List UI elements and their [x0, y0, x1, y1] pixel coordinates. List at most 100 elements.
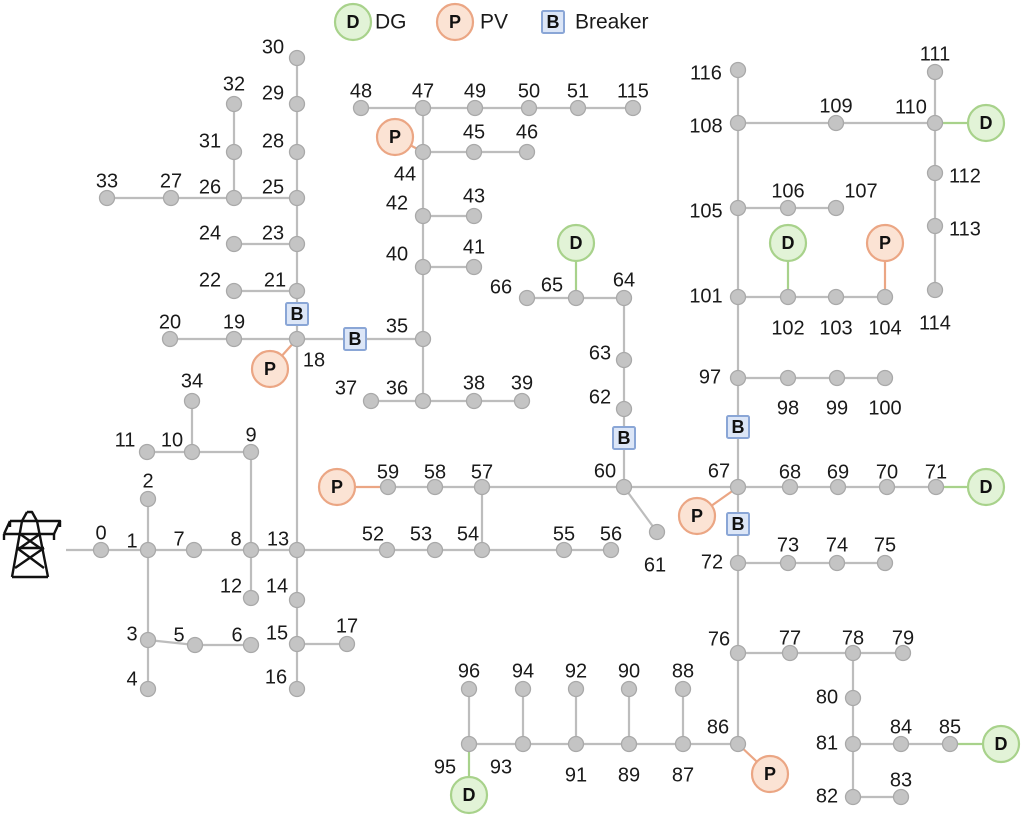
bus-node-19	[225, 330, 243, 348]
bus-node-24	[225, 235, 243, 253]
bus-node-13	[288, 541, 306, 559]
bus-node-35	[414, 330, 432, 348]
bus-label-48: 48	[350, 80, 372, 102]
breaker-badge-67-72-symbol: B	[732, 514, 745, 534]
legend-pv-label: PV	[480, 11, 508, 34]
device-connections	[269, 121, 1001, 795]
bus-node-15	[288, 635, 306, 653]
bus-label-74: 74	[826, 534, 848, 556]
bus-label-32: 32	[223, 73, 245, 95]
bus-node-98	[779, 369, 797, 387]
bus-label-98: 98	[777, 397, 799, 419]
bus-label-23: 23	[262, 222, 284, 244]
bus-node-41	[465, 258, 483, 276]
bus-node-112	[926, 164, 944, 182]
bus-label-62: 62	[589, 386, 611, 408]
bus-node-1	[139, 541, 157, 559]
pv-badge-44: P	[375, 117, 415, 157]
bus-node-54	[473, 541, 491, 559]
bus-label-79: 79	[892, 627, 914, 649]
legend-pv-badge-circle	[435, 2, 475, 42]
dg-badge-95-circle	[449, 775, 489, 815]
breaker-badge-67-97: B	[726, 415, 750, 439]
dg-badge-85-circle	[981, 724, 1021, 764]
bus-node-31	[225, 143, 243, 161]
bus-label-49: 49	[464, 80, 486, 102]
bus-label-68: 68	[779, 461, 801, 483]
dg-badge-71-symbol: D	[980, 477, 993, 497]
bus-node-71	[927, 478, 945, 496]
bus-label-57: 57	[471, 461, 493, 483]
bus-node-30	[288, 49, 306, 67]
bus-label-36: 36	[386, 377, 408, 399]
bus-node-5	[186, 636, 204, 654]
bus-label-12: 12	[220, 575, 242, 597]
feeder-line-60-61	[623, 486, 658, 533]
bus-node-76	[729, 644, 747, 662]
bus-label-85: 85	[939, 716, 961, 738]
bus-label-40: 40	[386, 243, 408, 265]
bus-label-1: 1	[126, 530, 137, 552]
bus-node-60	[615, 478, 633, 496]
bus-label-34: 34	[181, 370, 203, 392]
bus-label-84: 84	[890, 716, 912, 738]
bus-node-6	[242, 636, 260, 654]
bus-label-76: 76	[708, 628, 730, 650]
bus-label-92: 92	[565, 660, 587, 682]
dg-badge-65: D	[556, 223, 596, 263]
bus-node-88	[674, 680, 692, 698]
bus-label-89: 89	[618, 764, 640, 786]
bus-label-58: 58	[424, 461, 446, 483]
breaker-badge-60-62-box	[612, 426, 636, 450]
bus-node-2	[139, 490, 157, 508]
bus-node-18	[288, 330, 306, 348]
bus-label-6: 6	[231, 624, 242, 646]
breaker-badge-67-97-box	[726, 415, 750, 439]
bus-label-2: 2	[142, 470, 153, 492]
breaker-badge-60-62-symbol: B	[618, 428, 631, 448]
bus-label-51: 51	[567, 80, 589, 102]
bus-label-73: 73	[777, 534, 799, 556]
bus-label-53: 53	[410, 523, 432, 545]
bus-label-33: 33	[96, 170, 118, 192]
bus-node-29	[288, 95, 306, 113]
bus-node-64	[615, 289, 633, 307]
bus-label-61: 61	[644, 554, 666, 576]
pv-badge-86-symbol: P	[764, 764, 776, 784]
dg-badge-71-circle	[966, 467, 1006, 507]
bus-label-94: 94	[512, 660, 534, 682]
bus-label-35: 35	[386, 315, 408, 337]
buses	[92, 49, 959, 806]
breaker-badge-18-35: B	[343, 327, 367, 351]
bus-label-70: 70	[876, 461, 898, 483]
breaker-badge-18-21: B	[285, 302, 309, 326]
bus-label-29: 29	[262, 82, 284, 104]
dg-badge-71: D	[966, 467, 1006, 507]
bus-label-114: 114	[919, 312, 951, 334]
bus-node-20	[161, 330, 179, 348]
bus-node-32	[225, 95, 243, 113]
bus-node-22	[225, 282, 243, 300]
bus-label-90: 90	[618, 660, 640, 682]
bus-label-104: 104	[868, 317, 901, 339]
dg-badge-95-symbol: D	[463, 785, 476, 805]
bus-node-39	[513, 392, 531, 410]
breaker-badge-18-21-symbol: B	[291, 304, 304, 324]
bus-label-97: 97	[699, 366, 721, 388]
bus-node-3	[139, 631, 157, 649]
dg-badge-95: D	[449, 775, 489, 815]
bus-node-56	[602, 541, 620, 559]
bus-node-106	[779, 199, 797, 217]
bus-node-27	[162, 189, 180, 207]
legend-pv-badge: P	[435, 2, 475, 42]
bus-node-42	[414, 207, 432, 225]
bus-label-95: 95	[434, 756, 456, 778]
pv-badge-67-circle	[677, 496, 717, 536]
bus-node-17	[338, 635, 356, 653]
bus-node-75	[876, 554, 894, 572]
bus-node-53	[426, 541, 444, 559]
breaker-badge-18-35-symbol: B	[349, 329, 362, 349]
bus-node-66	[518, 289, 536, 307]
bus-node-58	[426, 478, 444, 496]
